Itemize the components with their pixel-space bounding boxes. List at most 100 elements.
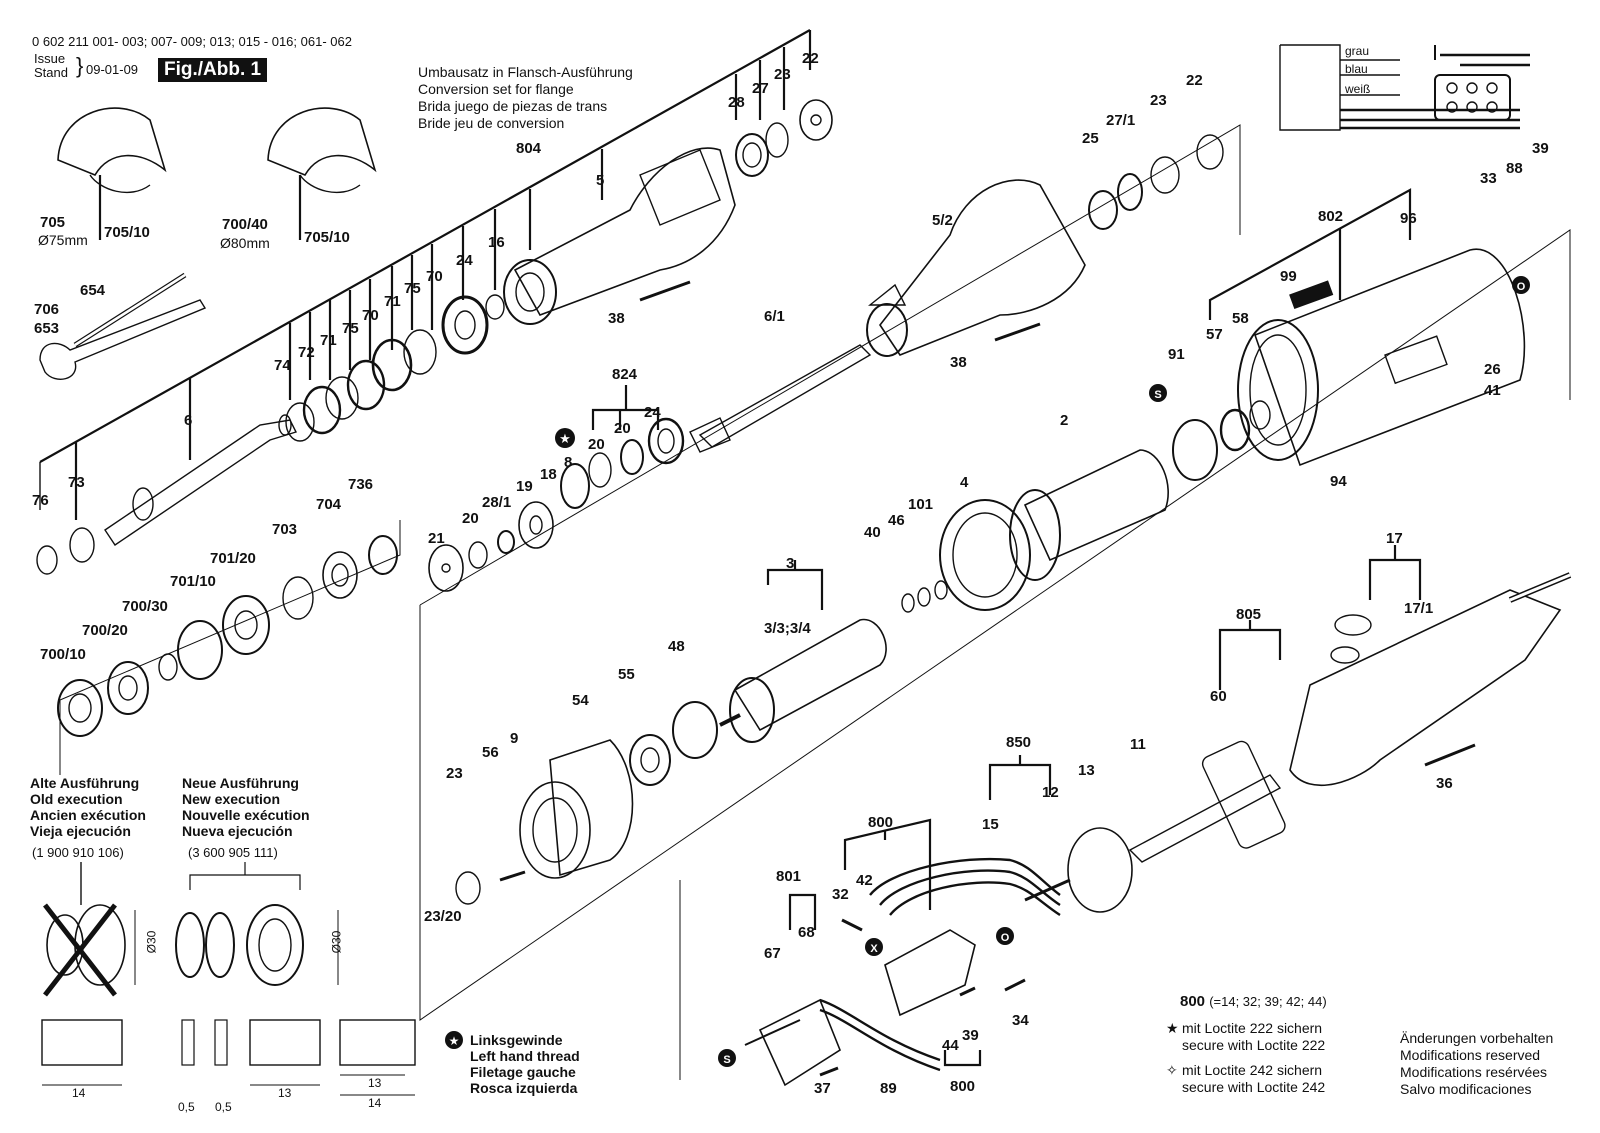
conversion-note-es: Brida juego de piezas de trans (418, 98, 608, 114)
new-execution-number: (3 600 905 111) (188, 845, 278, 860)
part-label: 38 (608, 310, 625, 327)
part-label: 75 (404, 280, 421, 297)
part-label: 800 (950, 1078, 976, 1095)
part-label: 75 (342, 320, 359, 337)
part-label: 701/10 (170, 573, 216, 590)
part-label: 11 (1130, 736, 1146, 753)
loctite-222-note: ★ mit Loctite 222 sichern secure with Lo… (1166, 1020, 1326, 1054)
issue-date: 09-01-09 (86, 62, 139, 77)
diameter-80: Ø80mm (220, 235, 270, 251)
new-execution-fr: Nouvelle exécution (182, 807, 310, 823)
old-execution: Alte Ausführung Old execution Ancien exé… (30, 775, 146, 839)
part-label: 26 (1484, 361, 1501, 378)
part-label: 4 (960, 474, 969, 491)
part-label: 801 (776, 868, 802, 885)
part-label: 96 (1400, 210, 1417, 227)
part-label: 33 (1480, 170, 1497, 187)
part-label: 40 (864, 524, 881, 541)
wire-blau: blau (1345, 62, 1368, 76)
dim-14-old: 14 (72, 1086, 86, 1100)
part-label: 5 (596, 172, 605, 189)
new-execution: Neue Ausführung New execution Nouvelle e… (182, 775, 310, 839)
loctite-222-en: secure with Loctite 222 (1182, 1037, 1326, 1053)
part-label: 46 (888, 512, 905, 529)
part-label: 19 (516, 478, 533, 495)
part-label: 802 (1318, 208, 1344, 225)
part-label: 18 (540, 466, 557, 483)
figure-label: Fig./Abb. 1 (158, 58, 268, 82)
issue-label: Issue (34, 51, 66, 66)
part-label: 705/10 (304, 229, 350, 246)
svg-text:O: O (1517, 281, 1526, 293)
part-label: 39 (962, 1027, 979, 1044)
part-label: 22 (1186, 72, 1203, 89)
part-label: 3 (786, 555, 795, 572)
part-label: 70 (426, 268, 443, 285)
part-label: 800 (868, 814, 894, 831)
part-label: 56 (482, 744, 499, 761)
part-label: 804 (516, 140, 542, 157)
part-label: 20 (614, 420, 631, 437)
part-label: 28 (728, 94, 745, 111)
new-execution-es: Nueva ejecución (182, 823, 293, 839)
lht-fr: Filetage gauche (470, 1064, 576, 1080)
part-label: 76 (32, 492, 49, 509)
wire-grau: grau (1345, 44, 1370, 58)
modifications-fr: Modifications resérvées (1400, 1064, 1548, 1080)
dim-05-b: 0,5 (215, 1100, 232, 1114)
part-label: 27/1 (1106, 112, 1136, 129)
part-label: 16 (488, 234, 505, 251)
part-label: 94 (1330, 473, 1347, 490)
part-label: 38 (950, 354, 967, 371)
brace: } (76, 53, 84, 78)
part-label: 60 (1210, 688, 1227, 705)
part-label: 27 (752, 80, 769, 97)
part-label: 25 (1082, 130, 1099, 147)
part-label: 2 (1060, 412, 1069, 429)
part-label: 99 (1280, 268, 1297, 285)
part-label: 23 (446, 765, 463, 782)
part-label: 89 (880, 1080, 897, 1097)
part-label: 24 (644, 404, 661, 421)
part-label: 700/30 (122, 598, 168, 615)
part-label: 700/20 (82, 622, 128, 639)
part-label: 850 (1006, 734, 1032, 751)
lht-es: Rosca izquierda (470, 1080, 578, 1096)
new-execution-en: New execution (182, 791, 281, 807)
part-label: 36 (1436, 775, 1453, 792)
part-label: 654 (80, 282, 106, 299)
part-label: 703 (272, 521, 298, 538)
part-label: 23/20 (424, 908, 462, 925)
part-label: 20 (462, 510, 479, 527)
old-execution-en: Old execution (30, 791, 123, 807)
left-hand-thread-note: Linksgewinde Left hand thread Filetage g… (470, 1032, 580, 1096)
kit-800-label: 800 (1180, 993, 1206, 1010)
dim-05-a: 0,5 (178, 1100, 195, 1114)
dim-dia30-old: Ø30 (144, 930, 159, 954)
modifications-es: Salvo modificaciones (1400, 1081, 1532, 1097)
old-execution-de: Alte Ausführung (30, 775, 140, 791)
dim-13-b: 13 (368, 1076, 382, 1090)
modifications-note: Änderungen vorbehalten Modifications res… (1400, 1030, 1553, 1098)
part-label: 71 (384, 293, 401, 310)
svg-text:★: ★ (559, 431, 571, 446)
part-label: 701/20 (210, 550, 256, 567)
lht-en: Left hand thread (470, 1048, 580, 1064)
part-label: 42 (856, 872, 873, 889)
part-label: 13 (1078, 762, 1095, 779)
modifications-de: Änderungen vorbehalten (1400, 1030, 1554, 1046)
part-label: 17 (1386, 530, 1403, 547)
dim-14-new: 14 (368, 1096, 382, 1110)
svg-text:★: ★ (449, 1034, 460, 1048)
part-label: 28/1 (482, 494, 512, 511)
part-label: 70 (362, 307, 379, 324)
wire-weiss: weiß (1345, 82, 1371, 96)
part-label: 23 (774, 66, 791, 83)
part-label: 101 (908, 496, 934, 513)
issue-stand-label: Issue Stand (34, 52, 68, 80)
svg-text:S: S (1154, 389, 1161, 401)
loctite-242-en: secure with Loctite 242 (1182, 1079, 1326, 1095)
part-label: 55 (618, 666, 635, 683)
part-label: 9 (510, 730, 519, 747)
old-execution-es: Vieja ejecución (30, 823, 131, 839)
